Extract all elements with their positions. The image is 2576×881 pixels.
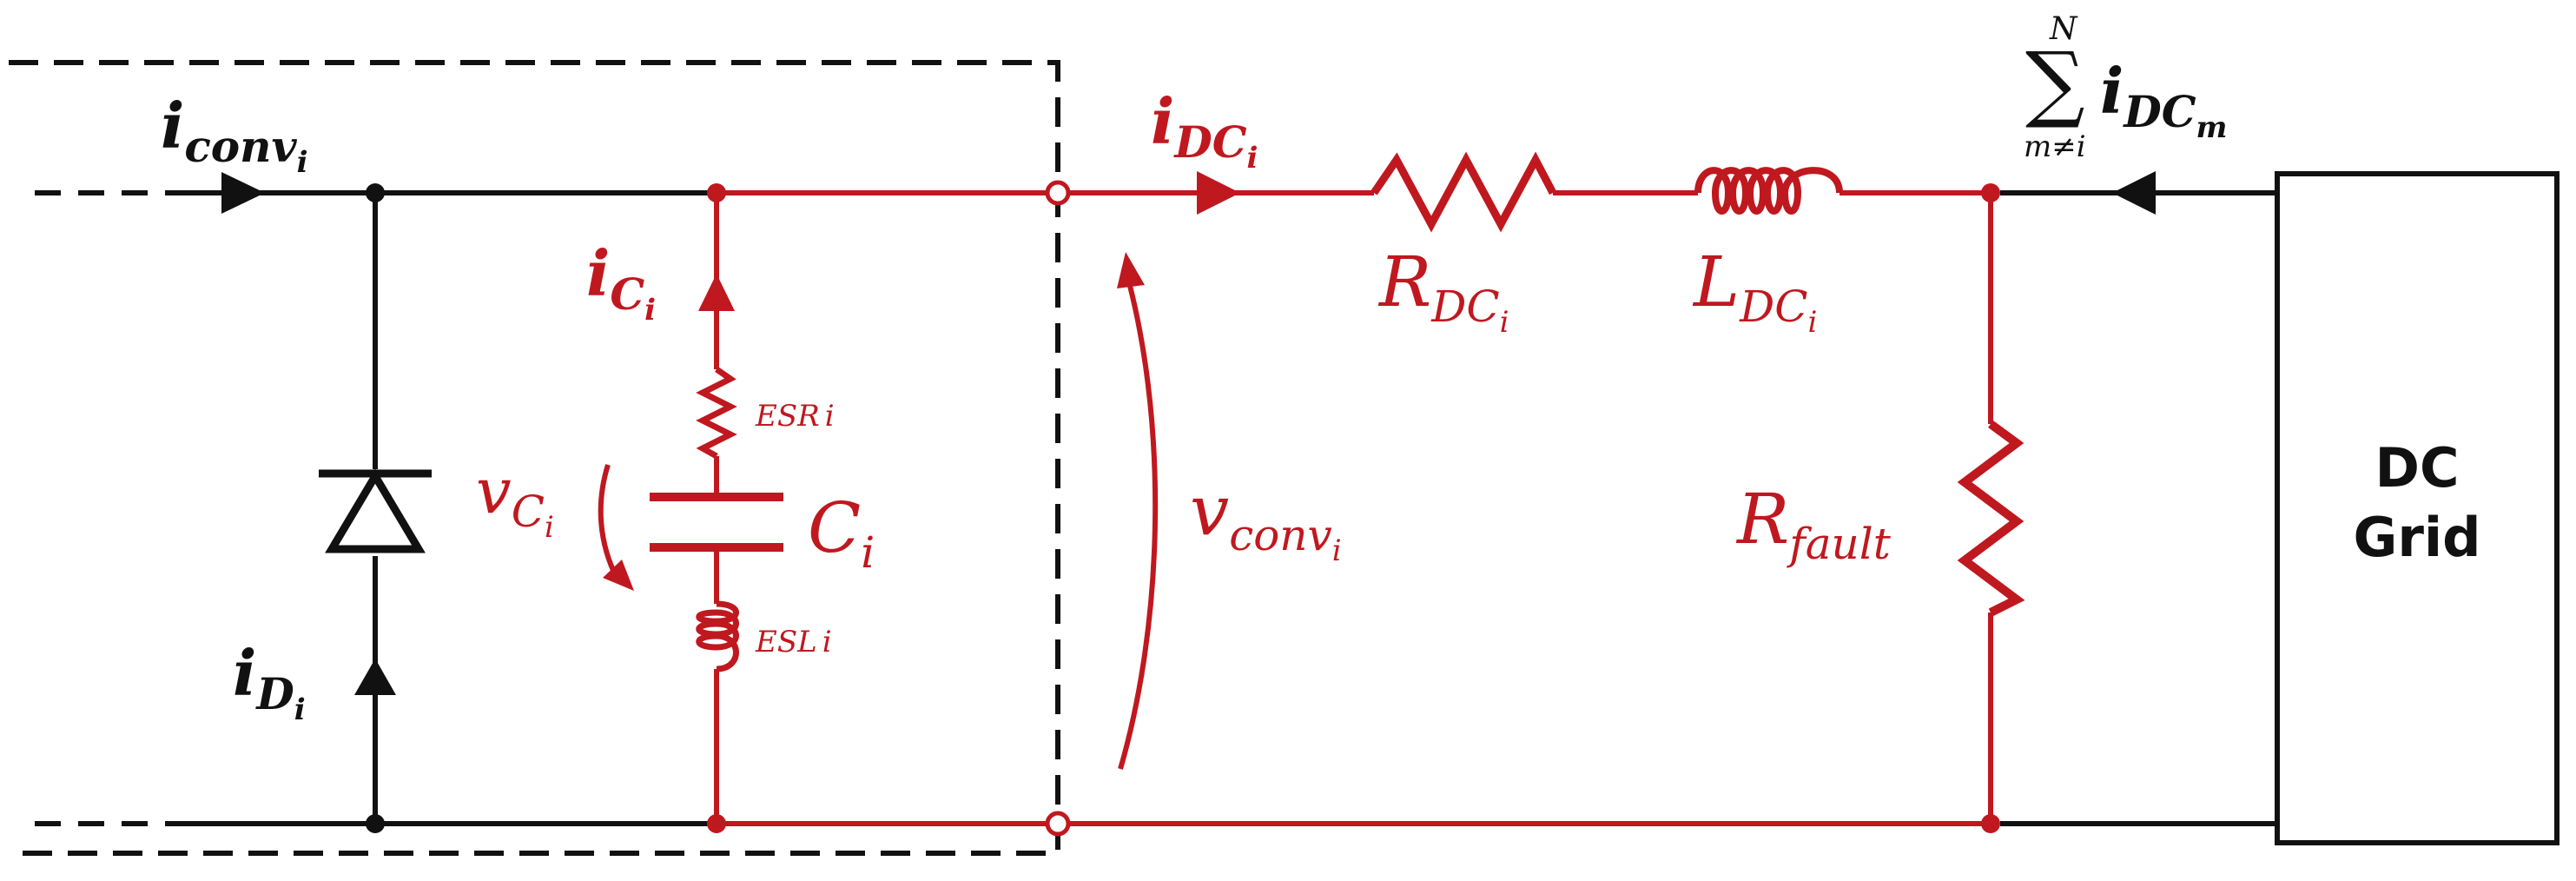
label-r-fault: Rfault	[1735, 479, 1892, 569]
i-dc-m-arrow	[2112, 171, 2156, 215]
junction-dots-black	[366, 183, 385, 833]
dc-line-wiring	[1058, 151, 2025, 826]
sum-symbol: ∑	[2025, 34, 2085, 131]
label-i-d: iDi	[233, 636, 306, 727]
grid-connection-wires	[2000, 190, 2277, 826]
label-i-c: iCi	[586, 236, 656, 328]
sum-lower-limit: m≠i	[2024, 129, 2086, 164]
converter-boundary	[9, 60, 1060, 856]
converter-terminals	[1045, 180, 1071, 837]
dc-grid-label-line2: Grid	[2353, 506, 2480, 569]
junction-dots-red	[707, 183, 726, 833]
label-v-conv: vconvi	[1190, 470, 1342, 568]
i-c-arrow	[698, 274, 735, 311]
v-conv-arrow	[1117, 252, 1159, 770]
i-d-arrow	[354, 659, 396, 695]
v-c-arrow	[598, 464, 634, 591]
sum-upper-limit: N	[2049, 11, 2078, 47]
diode-symbol	[319, 468, 432, 556]
label-l-dc: LDCi	[1692, 242, 1817, 340]
dc-grid-label-line1: DC	[2375, 436, 2460, 500]
label-v-c: vCi	[476, 454, 554, 545]
i-conv-arrow	[221, 172, 265, 214]
label-i-dc-m: iDCm	[2100, 54, 2228, 145]
label-c: Ci	[808, 487, 875, 578]
label-i-conv: iconvi	[161, 89, 307, 180]
label-r-dc: RDCi	[1377, 242, 1509, 340]
i-dc-arrow	[1197, 171, 1240, 215]
capacitor-branch	[650, 190, 1058, 826]
dc-grid-box	[2275, 171, 2559, 845]
label-i-dc: iDCi	[1151, 84, 1258, 176]
junction-dots-fault	[1981, 183, 2000, 833]
